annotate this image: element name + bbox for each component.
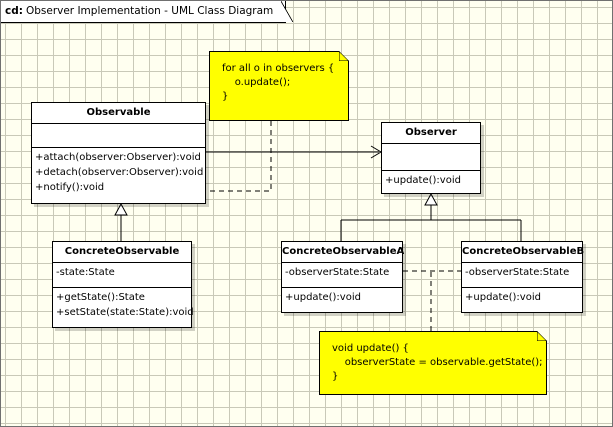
note-line: observerState = observable.getState(); [332,357,543,368]
note-line: void update() { [332,343,409,354]
operation: +getState():State [56,292,145,303]
note-update[interactable]: void update() { observerState = observab… [319,331,547,395]
operation: +setState(state:State):void [56,307,194,318]
attribute: -observerState:State [285,267,390,278]
operation: +update():void [465,292,541,303]
frame-title: Observer Implementation - UML Class Diag… [25,5,274,17]
class-observable[interactable]: Observable +attach(observer:Observer):vo… [31,102,206,204]
class-name: ConcreteObservableA [282,242,404,263]
generalization-arrowhead-observable [114,202,128,216]
operation: +notify():void [35,182,105,193]
attribute: -state:State [56,267,115,278]
generalization-arrowhead-observer [424,192,438,206]
operations-section: +update():void [282,288,402,307]
note-line: } [222,91,229,102]
operation: +detach(observer:Observer):void [35,167,204,178]
attribute: -observerState:State [465,267,570,278]
class-name: Observer [382,123,480,144]
attributes-section: -state:State [53,263,191,288]
class-name: ConcreteObservable [53,242,191,263]
class-concrete-observable-a[interactable]: ConcreteObservableA -observerState:State… [281,241,404,313]
class-concrete-observable-b[interactable]: ConcreteObservableB -observerState:State… [461,241,584,313]
note-line: o.update(); [222,77,291,88]
operations-section: +getState():State +setState(state:State)… [53,288,194,322]
operation: +update():void [385,175,461,186]
attributes-section: -observerState:State [282,263,402,288]
attributes-section [32,124,205,148]
class-concrete-observable[interactable]: ConcreteObservable -state:State +getStat… [52,241,194,328]
operations-section: +update():void [382,171,480,190]
operation: +attach(observer:Observer):void [35,152,201,163]
class-observer[interactable]: Observer +update():void [381,122,481,194]
frame-kind: cd: [5,5,23,17]
operation: +update():void [285,292,361,303]
note-line: } [332,371,339,382]
note-notify[interactable]: for all o in observers { o.update(); } [209,51,349,121]
operations-section: +attach(observer:Observer):void +detach(… [32,148,205,197]
class-name: Observable [32,103,205,124]
attributes-section: -observerState:State [462,263,582,288]
operations-section: +update():void [462,288,582,307]
notify-note-anchor [206,121,272,192]
note-line: for all o in observers { [222,63,335,74]
class-name: ConcreteObservableB [462,242,584,263]
attributes-section [382,144,480,171]
diagram-frame-tab: cd:Observer Implementation - UML Class D… [1,1,294,23]
